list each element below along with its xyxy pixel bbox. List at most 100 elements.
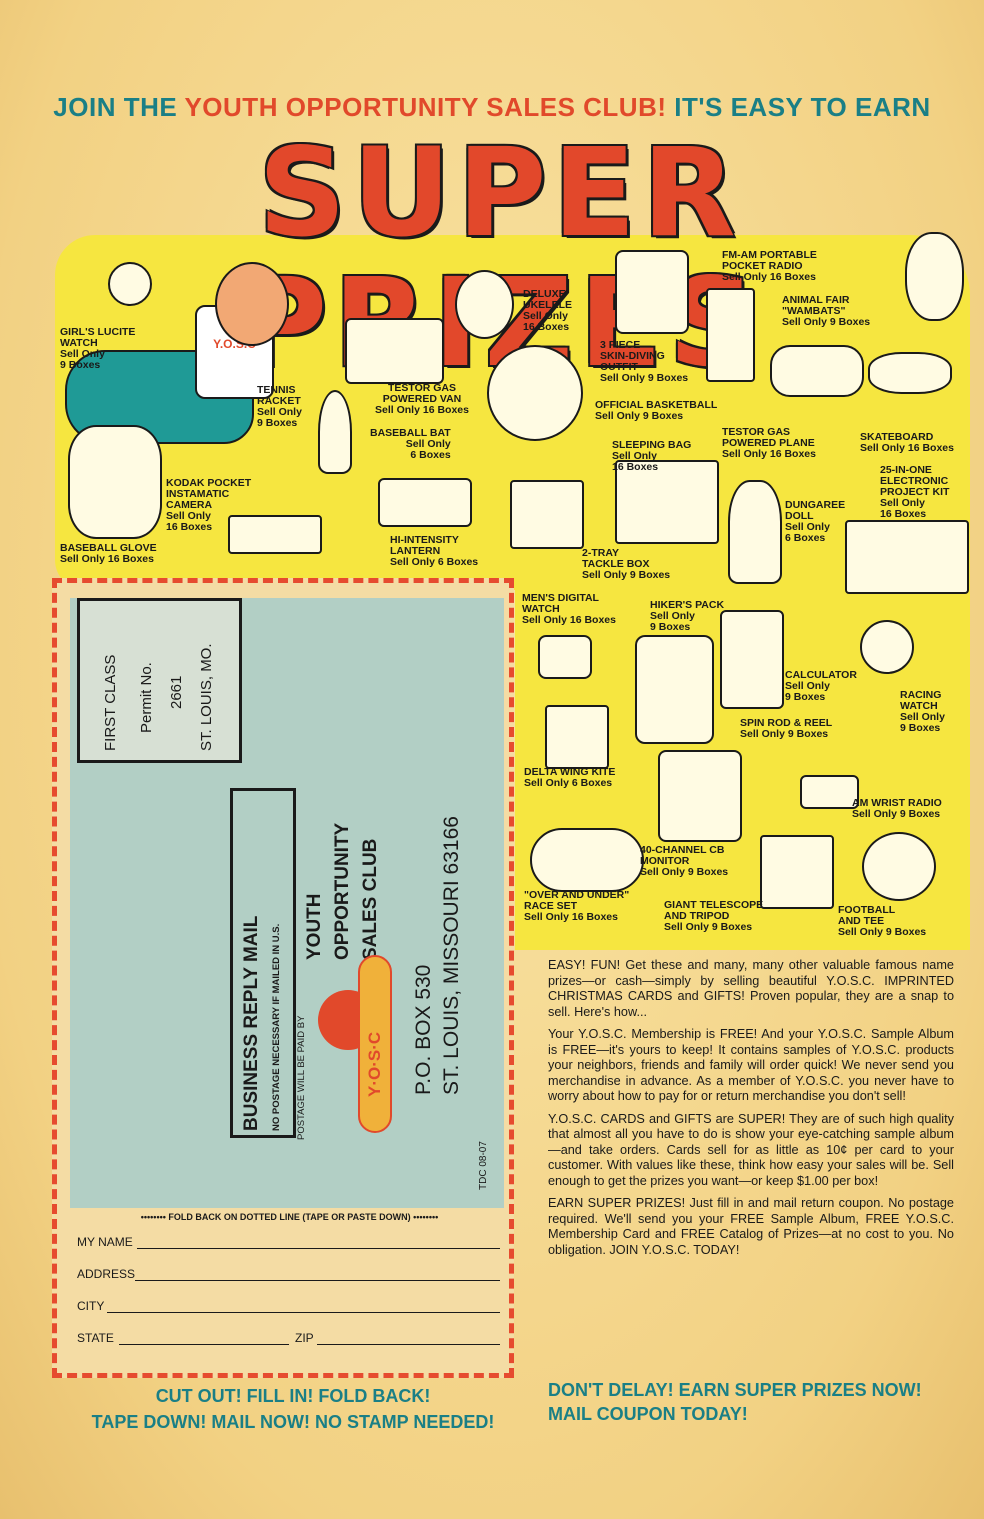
form-code: TDC 08-07 — [478, 1141, 489, 1190]
reply-city: ST. LOUIS, MISSOURI 63166 — [440, 816, 463, 1095]
ukelele-illustration — [455, 270, 514, 339]
coupon-form: MY NAME ADDRESS CITY STATE ZIP — [77, 1225, 502, 1353]
headline-part-2: YOUTH OPPORTUNITY SALES CLUB! — [184, 92, 667, 122]
wambat-illustration — [905, 232, 964, 321]
wrist-radio-illustration — [800, 775, 859, 809]
zip-line[interactable] — [317, 1344, 500, 1345]
headline-part-3: IT'S EASY TO EARN — [666, 92, 931, 122]
fins-illustration — [615, 250, 689, 334]
body-paragraph-2: Your Y.O.S.C. Membership is FREE! And yo… — [548, 1027, 954, 1103]
body-paragraph-3: Y.O.S.C. CARDS and GIFTS are SUPER! They… — [548, 1111, 954, 1188]
name-field[interactable]: MY NAME — [77, 1225, 502, 1257]
club-name-line-1: YOUTH — [304, 893, 325, 961]
permit-city: ST. LOUIS, MO. — [198, 643, 215, 751]
logo-pill: Y·O·S·C — [358, 955, 392, 1133]
postage-paid-by: POSTAGE WILL BE PAID BY — [296, 1015, 307, 1140]
state-label: STATE — [77, 1331, 114, 1345]
radio-illustration — [706, 288, 755, 382]
city-field[interactable]: CITY — [77, 1289, 502, 1321]
club-name-line-3: SALES CLUB — [360, 838, 381, 960]
no-postage-note: NO POSTAGE NECESSARY IF MAILED IN U.S. — [271, 923, 282, 1131]
basketball-illustration — [487, 345, 583, 441]
cta-line-2: MAIL COUPON TODAY! — [548, 1404, 748, 1424]
call-to-action: DON'T DELAY! EARN SUPER PRIZES NOW! MAIL… — [548, 1378, 968, 1426]
business-reply-box: BUSINESS REPLY MAIL NO POSTAGE NECESSARY… — [230, 788, 296, 1138]
kite-illustration — [545, 705, 609, 769]
racket-illustration — [318, 390, 352, 474]
mascot-head — [215, 262, 289, 346]
plane-illustration — [770, 345, 864, 397]
zip-label: ZIP — [295, 1331, 314, 1345]
racing-watch-illustration — [860, 620, 914, 674]
telescope-illustration — [760, 835, 834, 909]
body-paragraph-1: EASY! FUN! Get these and many, many othe… — [548, 958, 954, 1019]
name-line[interactable] — [137, 1248, 500, 1249]
headline-part-1: JOIN THE — [53, 92, 185, 122]
city-line[interactable] — [107, 1312, 500, 1313]
football-illustration — [862, 832, 936, 901]
address-field[interactable]: ADDRESS — [77, 1257, 502, 1289]
coupon-instructions: CUT OUT! FILL IN! FOLD BACK! TAPE DOWN! … — [68, 1383, 518, 1435]
logo-text: Y·O·S·C — [365, 1031, 384, 1097]
permit-number: 2661 — [168, 675, 185, 709]
cb-monitor-illustration — [658, 750, 742, 842]
glove-illustration — [68, 425, 162, 539]
state-line[interactable] — [119, 1344, 289, 1345]
name-label: MY NAME — [77, 1235, 133, 1249]
digital-watch-illustration — [538, 635, 592, 679]
business-reply-title: BUSINESS REPLY MAIL — [241, 915, 262, 1131]
lantern-illustration — [378, 478, 472, 527]
calculator-illustration — [720, 610, 784, 709]
club-name-line-2: OPPORTUNITY — [332, 822, 353, 960]
body-paragraph-4: EARN SUPER PRIZES! Just fill in and mail… — [548, 1196, 954, 1257]
tackle-box-illustration — [510, 480, 584, 549]
address-line[interactable] — [135, 1280, 500, 1281]
address-label: ADDRESS — [77, 1267, 136, 1281]
instructions-line-1: CUT OUT! FILL IN! FOLD BACK! — [155, 1386, 431, 1406]
watch-illustration — [108, 262, 152, 306]
city-label: CITY — [77, 1299, 105, 1313]
permit-first-class: FIRST CLASS — [102, 654, 119, 751]
doll-illustration — [728, 480, 782, 584]
hikers-pack-illustration — [635, 635, 714, 744]
skateboard-illustration — [868, 352, 952, 394]
van-illustration — [345, 318, 444, 384]
instructions-line-2: TAPE DOWN! MAIL NOW! NO STAMP NEEDED! — [91, 1412, 495, 1432]
po-box: P.O. BOX 530 — [412, 964, 435, 1095]
sleeping-bag-illustration — [615, 460, 719, 544]
prize-label-wambats: ANIMAL FAIR"WAMBATS"Sell Only 9 Boxes — [782, 294, 871, 328]
project-kit-illustration — [845, 520, 969, 594]
ad-body-copy: EASY! FUN! Get these and many, many othe… — [548, 958, 954, 1265]
fold-line: •••••••• FOLD BACK ON DOTTED LINE (TAPE … — [140, 1212, 439, 1222]
cta-line-1: DON'T DELAY! EARN SUPER PRIZES NOW! — [548, 1380, 922, 1400]
camera-illustration — [228, 515, 322, 554]
permit-number-label: Permit No. — [138, 662, 155, 733]
permit-box: FIRST CLASS Permit No. 2661 ST. LOUIS, M… — [77, 598, 242, 763]
state-zip-field[interactable]: STATE ZIP — [77, 1321, 502, 1353]
